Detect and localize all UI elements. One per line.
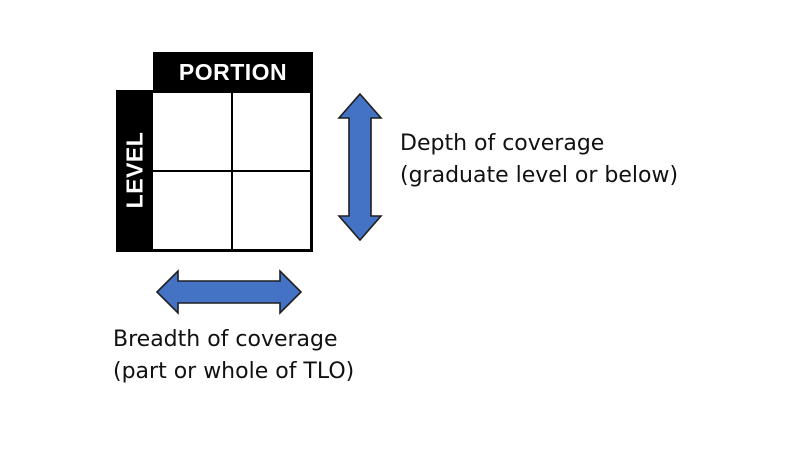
level-header: LEVEL <box>121 131 148 209</box>
matrix-cell <box>153 93 232 171</box>
portion-header: PORTION <box>153 52 313 90</box>
breadth-label-line2: (part or whole of TLO) <box>113 359 355 384</box>
vertical-arrow-shape <box>337 92 383 242</box>
level-header-bar <box>116 90 154 252</box>
matrix-cell <box>231 93 310 171</box>
depth-label: Depth of coverage (graduate level or bel… <box>400 128 678 192</box>
breadth-label-line1: Breadth of coverage <box>113 327 338 352</box>
matrix-cell <box>153 171 232 249</box>
depth-label-line2: (graduate level or below) <box>400 163 679 188</box>
matrix-cell <box>231 171 310 249</box>
breadth-label: Breadth of coverage (part or whole of TL… <box>113 324 354 388</box>
horizontal-double-arrow-icon <box>155 269 303 315</box>
matrix-grid <box>153 90 313 252</box>
vertical-double-arrow-icon <box>337 92 383 242</box>
depth-label-line1: Depth of coverage <box>400 131 605 156</box>
horizontal-arrow-shape <box>155 269 303 315</box>
